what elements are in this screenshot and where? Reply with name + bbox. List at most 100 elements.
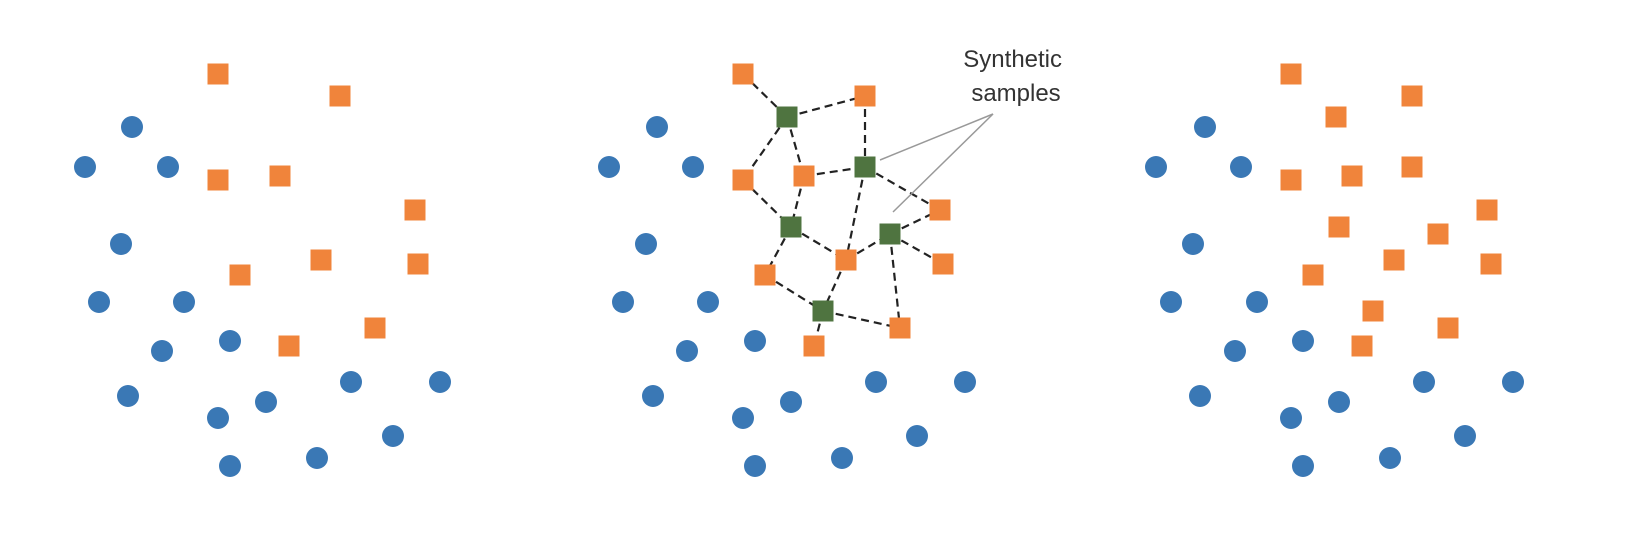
majority-sample-circle [219,455,241,477]
annotation-label: Synthetic samples [963,46,1068,107]
majority-sample-circle [1145,156,1167,178]
majority-sample-circle [340,371,362,393]
majority-sample-circle [1246,291,1268,313]
majority-sample-circle [151,340,173,362]
majority-sample-circle [744,330,766,352]
minority-sample-square [1401,85,1423,107]
majority-sample-circle [1194,116,1216,138]
minority-sample-square [1383,249,1405,271]
majority-sample-circle [831,447,853,469]
majority-sample-circle [1224,340,1246,362]
minority-sample-square [932,253,954,275]
minority-sample-square [1280,169,1302,191]
synthetic-sample-square [879,223,901,245]
dashed-edge [844,166,867,261]
majority-sample-circle [117,385,139,407]
dashed-edge [888,233,902,329]
synthetic-sample-square [812,300,834,322]
majority-sample-circle [865,371,887,393]
majority-sample-circle [1379,447,1401,469]
majority-sample-circle [429,371,451,393]
minority-sample-square [835,249,857,271]
majority-sample-circle [382,425,404,447]
minority-sample-square [1302,264,1324,286]
dashed-edge [786,94,866,119]
minority-sample-square [1328,216,1350,238]
majority-sample-circle [732,407,754,429]
minority-sample-square [754,264,776,286]
majority-sample-circle [1292,455,1314,477]
majority-sample-circle [744,455,766,477]
minority-sample-square [269,165,291,187]
minority-sample-square [364,317,386,339]
majority-sample-circle [906,425,928,447]
dashed-edges [742,73,944,347]
minority-sample-square [1351,335,1373,357]
majority-sample-circle [306,447,328,469]
majority-sample-circle [255,391,277,413]
majority-sample-circle [110,233,132,255]
majority-sample-circle [635,233,657,255]
minority-sample-square [732,169,754,191]
dashed-edge [742,73,788,118]
majority-sample-circle [780,391,802,413]
majority-sample-circle [207,407,229,429]
majority-sample-circle [612,291,634,313]
minority-sample-square [1362,300,1384,322]
minority-sample-square [1401,156,1423,178]
majority-sample-circle [157,156,179,178]
minority-sample-square [207,63,229,85]
dashed-edge [889,233,944,265]
minority-sample-square [793,165,815,187]
majority-sample-circle [1502,371,1524,393]
minority-sample-square [1280,63,1302,85]
annotation-label-line-1: Synthetic [963,46,1062,73]
majority-sample-circle [676,340,698,362]
leader-line [879,113,994,161]
minority-sample-square [1476,199,1498,221]
annotation-leader-lines [879,113,994,213]
minority-sample-square [854,85,876,107]
leader-line [892,113,994,213]
synthetic-sample-square [854,156,876,178]
majority-sample-circle [1230,156,1252,178]
minority-sample-square [889,317,911,339]
minority-sample-square [310,249,332,271]
synthetic-sample-square [780,216,802,238]
minority-sample-square [329,85,351,107]
dashed-edge [803,165,866,178]
majority-sample-circle [642,385,664,407]
majority-sample-circle [1182,233,1204,255]
minority-sample-square [732,63,754,85]
majority-sample-circle [682,156,704,178]
minority-sample-square [1427,223,1449,245]
majority-sample-circle [646,116,668,138]
data-points [74,63,1524,477]
majority-sample-circle [219,330,241,352]
majority-sample-circle [1454,425,1476,447]
dashed-edge [822,309,901,330]
majority-sample-circle [1189,385,1211,407]
minority-sample-square [407,253,429,275]
minority-sample-square [1437,317,1459,339]
majority-sample-circle [121,116,143,138]
minority-sample-square [1325,106,1347,128]
minority-sample-square [207,169,229,191]
minority-sample-square [404,199,426,221]
majority-sample-circle [173,291,195,313]
majority-sample-circle [954,371,976,393]
majority-sample-circle [598,156,620,178]
majority-sample-circle [697,291,719,313]
majority-sample-circle [1413,371,1435,393]
synthetic-sample-square [776,106,798,128]
majority-sample-circle [88,291,110,313]
dashed-edge [785,116,806,177]
annotation-label-line-2: samples [971,80,1060,107]
minority-sample-square [1480,253,1502,275]
majority-sample-circle [1292,330,1314,352]
dashed-edge [864,166,941,211]
majority-sample-circle [74,156,96,178]
majority-sample-circle [1280,407,1302,429]
majority-sample-circle [1160,291,1182,313]
